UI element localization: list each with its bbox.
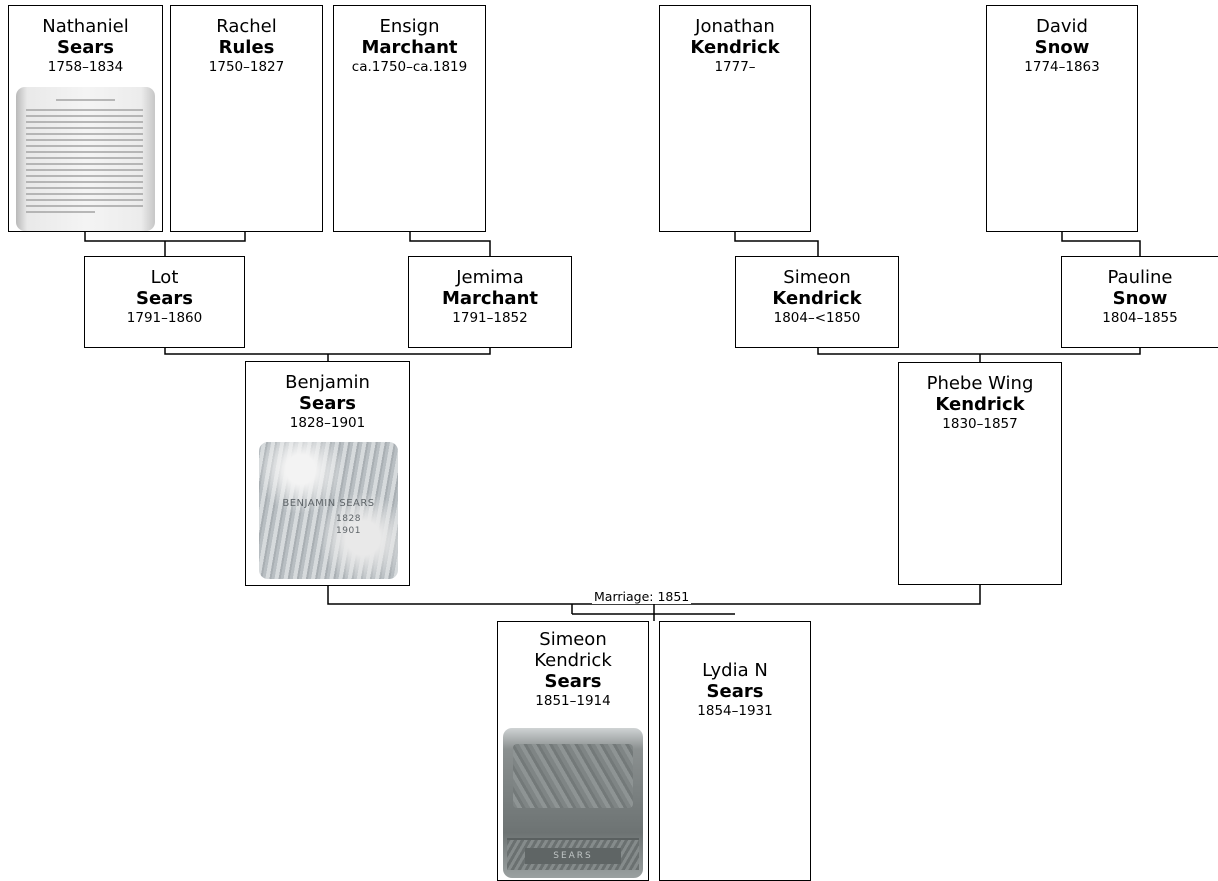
life-dates: 1851–1914 bbox=[535, 693, 611, 709]
given-name: Lot bbox=[150, 267, 179, 288]
given-name: Ensign bbox=[379, 16, 440, 37]
document-photo[interactable] bbox=[16, 87, 155, 231]
life-dates: 1804–<1850 bbox=[773, 310, 861, 326]
person-card-phebe-wing-kendrick[interactable]: Phebe Wing Kendrick 1830–1857 bbox=[898, 362, 1062, 585]
life-dates: 1828–1901 bbox=[289, 415, 366, 431]
given-name: Phebe Wing bbox=[926, 373, 1034, 394]
given-name: Simeon bbox=[539, 629, 607, 650]
surname: Sears bbox=[57, 37, 114, 58]
life-dates: ca.1750–ca.1819 bbox=[351, 59, 468, 75]
person-card-simeon-kendrick-sears[interactable]: Simeon Kendrick Sears 1851–1914 SEARS bbox=[497, 621, 649, 881]
person-card-ensign-marchant[interactable]: Ensign Marchant ca.1750–ca.1819 bbox=[333, 5, 486, 232]
surname: Marchant bbox=[442, 288, 538, 309]
surname: Sears bbox=[299, 393, 356, 414]
stone-inscription: 1901 bbox=[336, 526, 361, 536]
life-dates: 1758–1834 bbox=[47, 59, 124, 75]
person-card-jemima-marchant[interactable]: Jemima Marchant 1791–1852 bbox=[408, 256, 572, 348]
stone-inscription: SEARS bbox=[525, 848, 621, 864]
surname: Snow bbox=[1034, 37, 1090, 58]
surname: Marchant bbox=[361, 37, 458, 58]
person-card-jonathan-kendrick[interactable]: Jonathan Kendrick 1777– bbox=[659, 5, 811, 232]
person-card-lot-sears[interactable]: Lot Sears 1791–1860 bbox=[84, 256, 245, 348]
life-dates: 1774–1863 bbox=[1024, 59, 1100, 75]
surname: Sears bbox=[544, 671, 602, 692]
surname: Sears bbox=[706, 681, 764, 702]
given-name: Nathaniel bbox=[42, 16, 129, 37]
life-dates: 1804–1855 bbox=[1102, 310, 1178, 326]
life-dates: 1854–1931 bbox=[697, 703, 773, 719]
given-name: Jonathan bbox=[695, 16, 775, 37]
life-dates: 1830–1857 bbox=[942, 416, 1018, 432]
life-dates: 1777– bbox=[714, 59, 756, 75]
life-dates: 1791–1860 bbox=[126, 310, 203, 326]
given-name: David bbox=[1036, 16, 1088, 37]
surname: Kendrick bbox=[935, 394, 1025, 415]
person-card-nathaniel-sears[interactable]: Nathaniel Sears 1758–1834 bbox=[8, 5, 163, 232]
surname: Snow bbox=[1112, 288, 1168, 309]
person-card-lydia-n-sears[interactable]: Lydia N Sears 1854–1931 bbox=[659, 621, 811, 881]
life-dates: 1750–1827 bbox=[208, 59, 285, 75]
middle-name: Kendrick bbox=[534, 650, 612, 671]
given-name: Rachel bbox=[216, 16, 277, 37]
surname: Kendrick bbox=[772, 288, 862, 309]
life-dates: 1791–1852 bbox=[452, 310, 528, 326]
person-card-david-snow[interactable]: David Snow 1774–1863 bbox=[986, 5, 1138, 232]
gravestone-photo[interactable]: BENJAMIN SEARS 1828 1901 bbox=[259, 442, 398, 579]
person-card-rachel-rules[interactable]: Rachel Rules 1750–1827 bbox=[170, 5, 323, 232]
stone-inscription: 1828 bbox=[336, 514, 361, 524]
given-name: Pauline bbox=[1107, 267, 1173, 288]
stone-inscription: BENJAMIN SEARS bbox=[282, 498, 375, 509]
surname: Rules bbox=[218, 37, 275, 58]
given-name: Benjamin bbox=[285, 372, 370, 393]
given-name: Lydia N bbox=[702, 660, 768, 681]
given-name: Simeon bbox=[783, 267, 851, 288]
given-name: Jemima bbox=[456, 267, 524, 288]
person-card-simeon-kendrick[interactable]: Simeon Kendrick 1804–<1850 bbox=[735, 256, 899, 348]
person-card-benjamin-sears[interactable]: Benjamin Sears 1828–1901 BENJAMIN SEARS … bbox=[245, 361, 410, 586]
marriage-label: Marriage: 1851 bbox=[592, 589, 692, 604]
surname: Kendrick bbox=[690, 37, 780, 58]
person-card-pauline-snow[interactable]: Pauline Snow 1804–1855 bbox=[1061, 256, 1218, 348]
surname: Sears bbox=[136, 288, 193, 309]
gravestone-photo[interactable]: SEARS bbox=[503, 728, 643, 878]
